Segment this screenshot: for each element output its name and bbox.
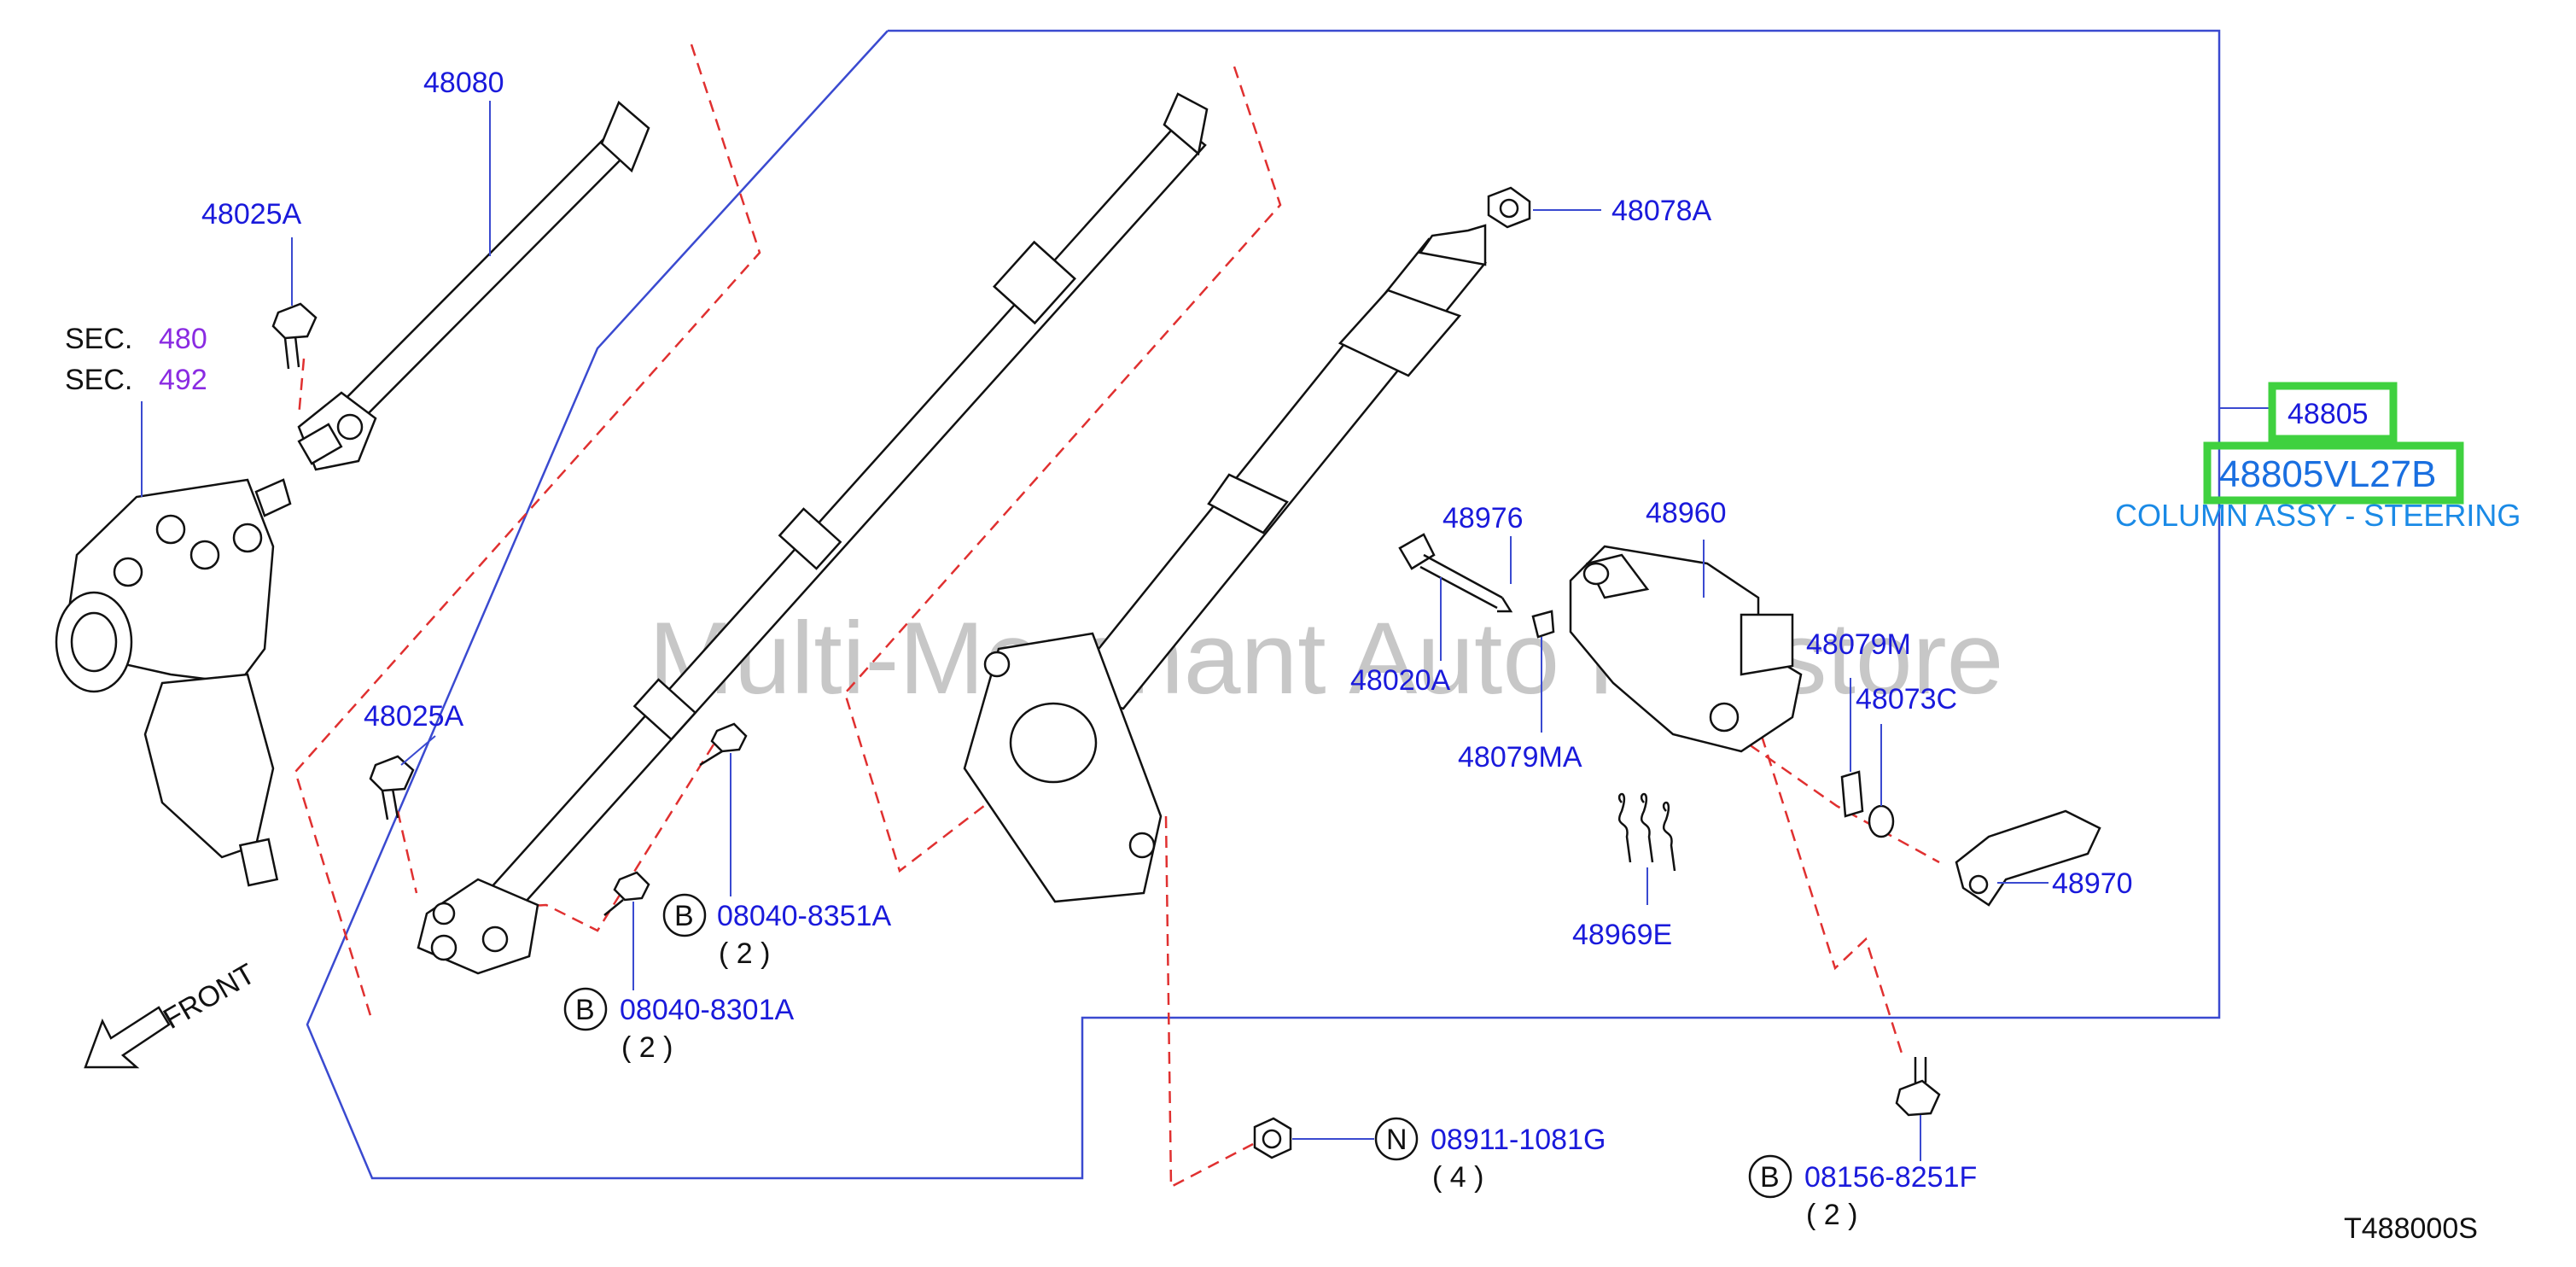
front-label: FRONT <box>158 957 260 1035</box>
highlight-full-part-number[interactable]: 48805VL27B <box>2219 453 2436 495</box>
bolt-08040-8301A <box>603 871 650 916</box>
bolt3-qty: ( 2 ) <box>1806 1199 1857 1231</box>
bolt2-code: 08040-8301A <box>620 994 795 1026</box>
highlight-box-48805[interactable] <box>2268 382 2398 443</box>
nut-48078A <box>1487 186 1531 229</box>
label-48960: 48960 <box>1646 497 1727 529</box>
dashed-lower-bolt <box>396 810 418 894</box>
label-48025A-bottom: 48025A <box>364 700 464 733</box>
dashed-outline-bolt <box>1760 735 1905 1060</box>
label-48020A: 48020A <box>1350 664 1451 697</box>
highlight-part-number[interactable]: 48805 <box>2288 398 2369 430</box>
watermark: Multi-Merchant Auto Partstore <box>649 601 2003 715</box>
label-sec-492-prefix: SEC. <box>65 364 132 396</box>
diagram-id: T488000S <box>2344 1212 2478 1245</box>
dashed-outline-center <box>843 66 1282 873</box>
bolt-48025A-top <box>271 302 318 370</box>
steering-gear-box <box>55 478 292 887</box>
lower-shaft-48080 <box>297 100 650 471</box>
clip-48079MA <box>1531 610 1555 639</box>
label-48970: 48970 <box>2052 867 2133 900</box>
nut-prefix: N <box>1386 1124 1407 1156</box>
bolt2-prefix-circle <box>563 987 608 1031</box>
nut-08911-1081G <box>1253 1117 1292 1159</box>
washer-48073C <box>1868 804 1895 838</box>
column-tube <box>963 224 1488 903</box>
dashed-outline-gasket <box>1164 815 1254 1189</box>
bolt1-code: 08040-8351A <box>717 900 892 932</box>
bolt-48025A-bottom <box>369 755 415 820</box>
lever-48970 <box>1955 809 2101 907</box>
intermediate-shaft <box>417 92 1209 975</box>
bolt3-prefix-circle <box>1748 1154 1792 1199</box>
bolt2-prefix: B <box>575 994 595 1026</box>
bolt-48020A <box>1398 533 1503 610</box>
bolt3-prefix: B <box>1760 1161 1780 1194</box>
label-48079M: 48079M <box>1806 628 1911 661</box>
bolt1-prefix-circle <box>662 893 707 937</box>
dashed-outline-bolts-left <box>477 744 715 932</box>
bolt-08156-8251F <box>1895 1057 1941 1117</box>
highlight-box-48805VL27B[interactable] <box>2203 441 2464 505</box>
front-arrow-icon <box>84 1006 171 1069</box>
label-48080: 48080 <box>423 67 504 99</box>
nut-prefix-circle <box>1374 1117 1419 1161</box>
nut-qty: ( 4 ) <box>1432 1161 1483 1194</box>
column-assembly-frame <box>306 29 2221 1180</box>
label-sec-480-prefix: SEC. <box>65 323 132 355</box>
clip-48976 <box>1497 597 1513 613</box>
label-48079MA: 48079MA <box>1458 741 1582 774</box>
dashed-outline-lever <box>1716 721 1940 864</box>
dashed-outline-lower-shaft <box>294 44 761 1022</box>
label-48073C: 48073C <box>1856 683 1957 715</box>
bolt1-qty: ( 2 ) <box>719 937 770 970</box>
bolt3-code: 08156-8251F <box>1804 1161 1977 1194</box>
bolt-08040-8351A <box>699 722 748 767</box>
dashed-upper-joint <box>297 358 306 417</box>
label-48025A-top: 48025A <box>201 198 302 231</box>
label-48078A: 48078A <box>1611 195 1712 227</box>
leader-48025A-bottom <box>400 735 436 766</box>
lever-hole <box>1968 874 1989 895</box>
bolt2-qty: ( 2 ) <box>621 1031 673 1064</box>
tilt-bracket-48960 <box>1569 545 1803 753</box>
label-48976: 48976 <box>1442 502 1524 534</box>
bolt1-prefix: B <box>674 900 694 932</box>
springs-48969E <box>1617 792 1676 872</box>
label-48969E: 48969E <box>1572 919 1672 951</box>
clip-48079M <box>1840 770 1864 818</box>
label-sec-480: 480 <box>159 323 207 355</box>
nut-code: 08911-1081G <box>1431 1124 1606 1156</box>
highlight-description: COLUMN ASSY - STEERING <box>2115 498 2521 533</box>
label-sec-492: 492 <box>159 364 207 396</box>
